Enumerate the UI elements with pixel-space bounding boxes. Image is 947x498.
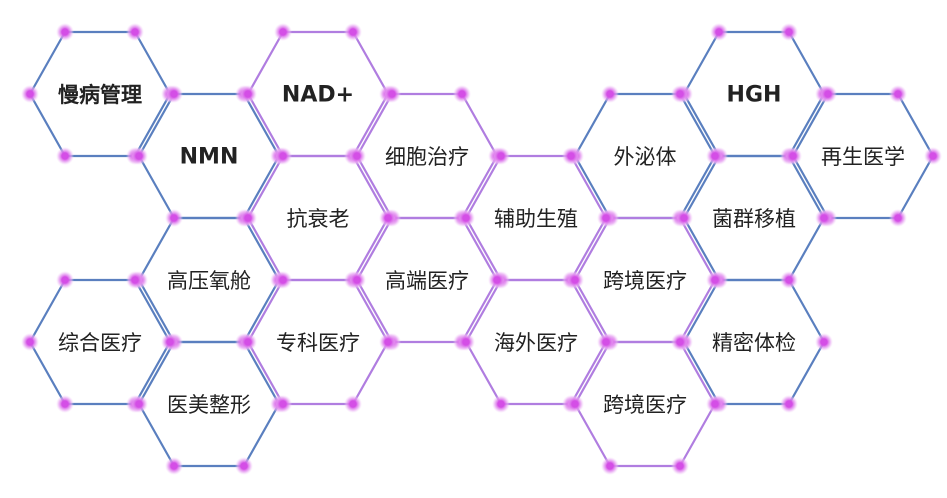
vertex-dot-core <box>384 338 392 346</box>
vertex-dot-core <box>279 276 287 284</box>
vertex-dot-core <box>711 276 719 284</box>
vertex-dot-core <box>170 462 178 470</box>
hex-premium-medical-label: 高端医疗 <box>385 269 469 293</box>
vertex-dot-core <box>384 214 392 222</box>
vertex-dot-core <box>567 152 575 160</box>
vertex-dot-core <box>61 400 69 408</box>
vertex-dot-core <box>244 338 252 346</box>
vertex-dot-core <box>680 214 688 222</box>
hex-anti-aging-label: 抗衰老 <box>287 207 350 231</box>
vertex-dot-core <box>131 276 139 284</box>
vertex-dot-core <box>497 152 505 160</box>
vertex-dot-core <box>61 28 69 36</box>
hex-medical-aesthetics-label: 医美整形 <box>167 393 251 417</box>
vertex-dot-core <box>894 90 902 98</box>
vertex-dot-core <box>676 338 684 346</box>
vertex-dot-core <box>571 400 579 408</box>
vertex-dot-core <box>715 28 723 36</box>
vertex-dot-core <box>279 152 287 160</box>
hex-regenerative-medicine-label: 再生医学 <box>821 145 905 169</box>
hex-overseas-medical-label: 海外医疗 <box>494 331 578 355</box>
vertex-dot-core <box>244 90 252 98</box>
vertex-dot-core <box>349 28 357 36</box>
vertex-dot-core <box>711 400 719 408</box>
vertex-dot-core <box>61 152 69 160</box>
vertex-dot-core <box>820 214 828 222</box>
hex-assisted-reproduction-label: 辅助生殖 <box>494 207 578 231</box>
vertex-dot-core <box>820 338 828 346</box>
hex-cross-border-medical-2-label: 跨境医疗 <box>603 393 687 417</box>
vertex-dot-core <box>606 90 614 98</box>
hex-exosome-label: 外泌体 <box>614 145 677 169</box>
vertex-dot-core <box>458 90 466 98</box>
vertex-dot-core <box>349 400 357 408</box>
vertex-dot-core <box>602 338 610 346</box>
vertex-dot-core <box>711 152 719 160</box>
vertex-dot-core <box>240 462 248 470</box>
hex-specialty-medical-label: 专科医疗 <box>276 331 360 355</box>
hex-cross-border-medical-label: 跨境医疗 <box>603 269 687 293</box>
vertex-dot-core <box>929 152 937 160</box>
vertex-dot-core <box>462 338 470 346</box>
vertex-dot-core <box>26 90 34 98</box>
hex-microbiota-transplant-label: 菌群移植 <box>712 207 796 231</box>
vertex-dot-core <box>785 276 793 284</box>
hex-precision-checkup-label: 精密体检 <box>712 331 796 355</box>
vertex-dot-core <box>462 214 470 222</box>
vertex-dot-core <box>244 214 252 222</box>
vertex-dot-core <box>824 90 832 98</box>
vertex-dot-core <box>26 338 34 346</box>
hex-nad-plus-label: NAD+ <box>282 83 354 108</box>
vertex-dot-core <box>894 214 902 222</box>
hex-hyperbaric-oxygen-label: 高压氧舱 <box>167 269 251 293</box>
hex-nmn-label: NMN <box>180 145 239 170</box>
vertex-dot-core <box>676 90 684 98</box>
hexagon-vertices <box>21 23 942 475</box>
vertex-dot-core <box>676 462 684 470</box>
vertex-dot-core <box>388 90 396 98</box>
vertex-dot-core <box>279 28 287 36</box>
vertex-dot-core <box>353 152 361 160</box>
hex-general-medical-label: 综合医疗 <box>58 331 142 355</box>
vertex-dot-core <box>135 152 143 160</box>
hex-hgh-label: HGH <box>727 83 782 108</box>
vertex-dot-core <box>353 276 361 284</box>
vertex-dot-core <box>789 152 797 160</box>
hex-chronic-disease-management-label: 慢病管理 <box>58 83 142 107</box>
vertex-dot-core <box>166 338 174 346</box>
vertex-dot-core <box>497 400 505 408</box>
hex-cell-therapy-label: 细胞治疗 <box>385 145 469 169</box>
vertex-dot-core <box>61 276 69 284</box>
vertex-dot-core <box>493 276 501 284</box>
vertex-dot-core <box>785 28 793 36</box>
vertex-dot-core <box>279 400 287 408</box>
vertex-dot-core <box>170 214 178 222</box>
vertex-dot-core <box>571 276 579 284</box>
vertex-dot-core <box>170 90 178 98</box>
vertex-dot-core <box>602 214 610 222</box>
vertex-dot-core <box>606 462 614 470</box>
vertex-dot-core <box>785 400 793 408</box>
vertex-dot-core <box>135 400 143 408</box>
vertex-dot-core <box>131 28 139 36</box>
